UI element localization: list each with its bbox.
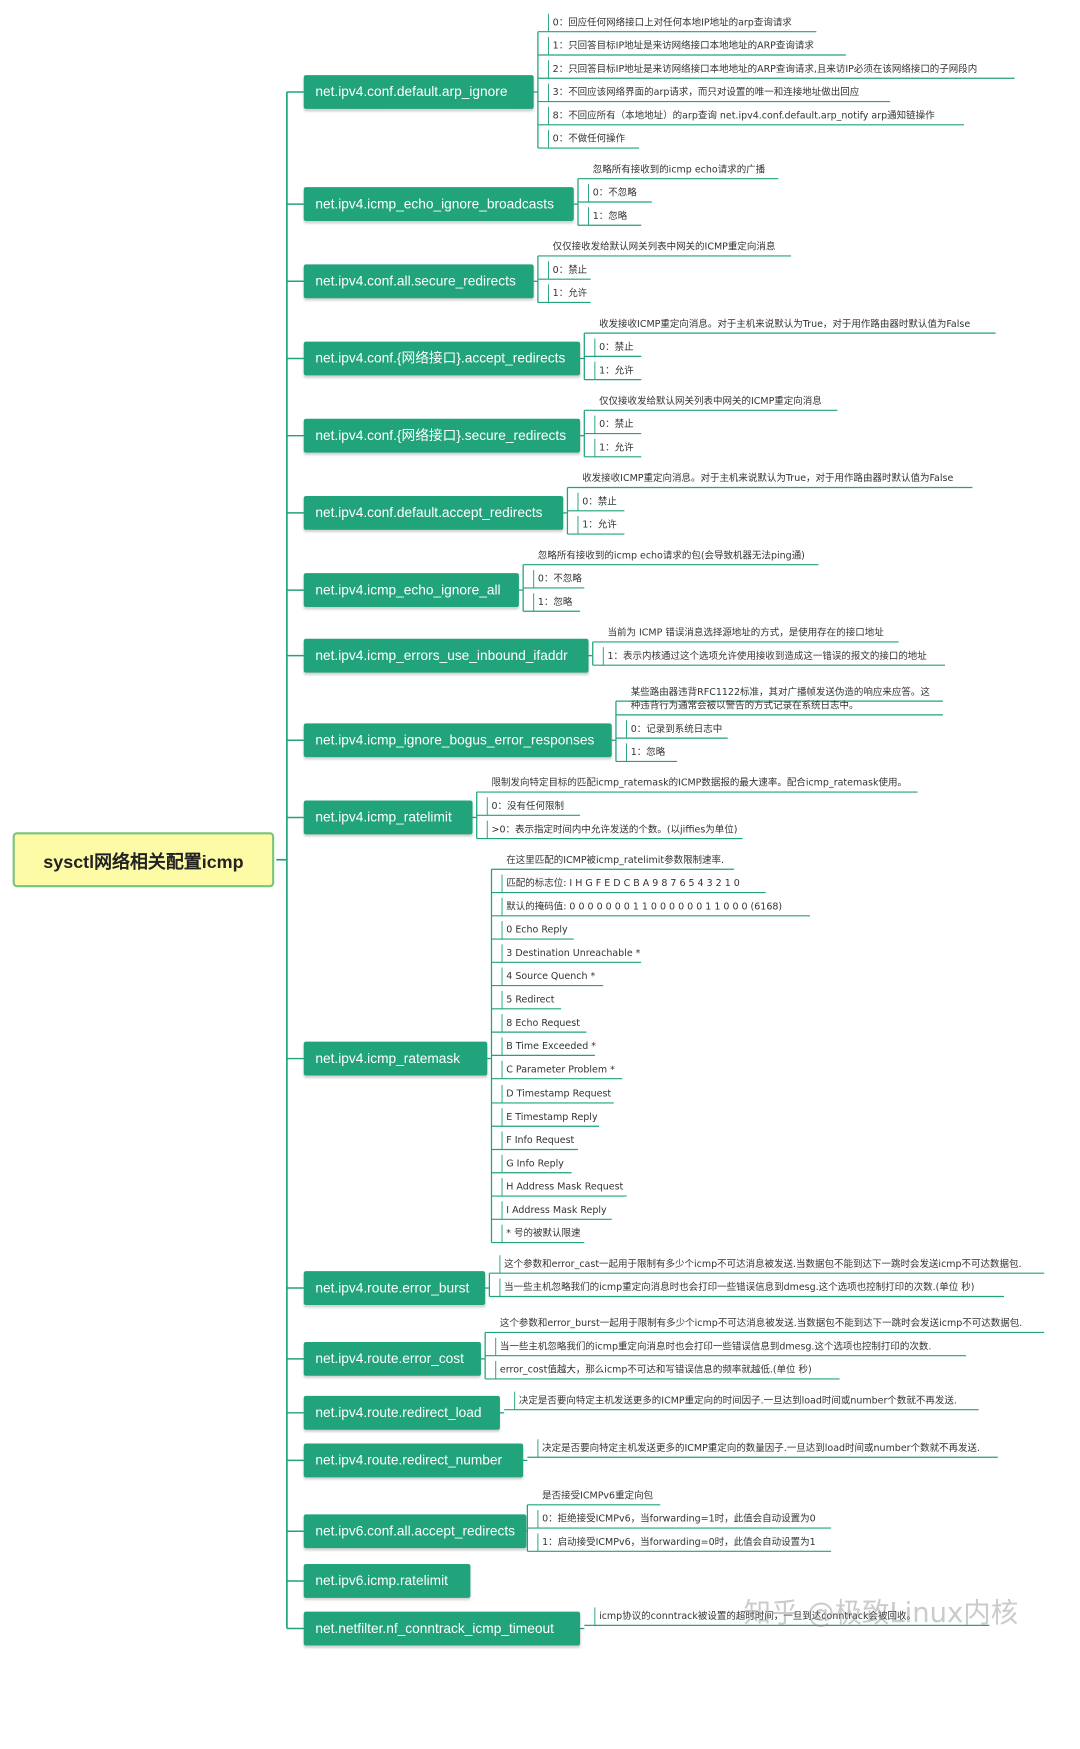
branch-11-leaf-8: 8 Echo Request (506, 1018, 580, 1029)
branch-11-leaf-13: F Info Request (506, 1135, 575, 1147)
branch-11-leaf-15: H Address Mask Request (506, 1182, 624, 1193)
connector-lines (276, 13, 1045, 1630)
watermark: 知乎 @极致Linux内核 (743, 1597, 1019, 1630)
branch-3-leaf-1: 仅仅接收发给默认网关列表中网关的ICMP重定向消息 (552, 242, 776, 253)
branch-1-leaf-6: 0：不做任何操作 (552, 134, 626, 145)
branch-11-leaf-3: 默认的掩码值: 0 0 0 0 0 0 0 1 1 0 0 0 0 0 0 1 … (506, 902, 783, 913)
branch-1-leaf-2: 1：只回答目标IP地址是来访网络接口本地地址的ARP查询请求 (552, 41, 814, 52)
branch-1-leaf-3: 2：只回答目标IP地址是来访网络接口本地地址的ARP查询请求,且来访IP必须在该… (552, 64, 978, 76)
branch-11-leaf-1: 在这里匹配的ICMP被icmp_ratelimit参数限制速率. (506, 855, 725, 867)
branch-2-leaf-2: 0：不忽略 (592, 188, 637, 199)
branch-6-leaf-2: 0：禁止 (582, 497, 617, 508)
branch-node-9[interactable]: net.ipv4.icmp_ignore_bogus_error_respons… (303, 723, 612, 758)
branch-1-leaf-4: 3：不回应该网络界面的arp请求，而只对设置的唯一和连接地址做出回应 (552, 87, 860, 99)
branch-11-leaf-5: 3 Destination Unreachable * (506, 948, 641, 960)
branch-node-12[interactable]: net.ipv4.route.error_burst (303, 1271, 486, 1305)
branch-node-7[interactable]: net.ipv4.icmp_echo_ignore_all (303, 573, 519, 608)
branch-11-leaf-17: * 号的被默认限速 (506, 1228, 581, 1240)
root-node[interactable]: sysctl网络相关配置icmp (12, 832, 275, 888)
branch-11-leaf-12: E Timestamp Reply (506, 1112, 598, 1124)
branch-13-leaf-2: 当一些主机忽略我们的icmp重定向消息时也会打印一些错误信息到dmesg.这个选… (499, 1341, 932, 1353)
branch-11-leaf-2: 匹配的标志位: I H G F E D C B A 9 8 7 6 5 4 3 … (506, 878, 740, 890)
branch-node-16[interactable]: net.ipv6.conf.all.accept_redirects (303, 1514, 527, 1549)
branch-13-leaf-1: 这个参数和error_burst一起用于限制有多少个icmp不可达消息被发送.当… (499, 1318, 1023, 1330)
branch-9-leaf-4: 1：忽略 (630, 747, 666, 759)
branch-node-2[interactable]: net.ipv4.icmp_echo_ignore_broadcasts (303, 187, 574, 222)
branch-3-leaf-2: 0：禁止 (552, 265, 588, 277)
branch-11-leaf-14: G Info Reply (506, 1159, 564, 1170)
branch-9-leaf-1: 某些路由器违背RFC1122标准，其对广播帧发送伪造的响应来应答。这 (630, 687, 930, 698)
branch-1-leaf-5: 8：不回应所有（本地地址）的arp查询 net.ipv4.conf.defaul… (552, 111, 935, 122)
branch-node-4[interactable]: net.ipv4.conf.{网络接口}.accept_redirects (303, 341, 581, 376)
branch-node-10[interactable]: net.ipv4.icmp_ratelimit (303, 800, 473, 835)
branch-11-leaf-9: B Time Exceeded * (506, 1041, 597, 1053)
branch-node-17[interactable]: net.ipv6.icmp.ratelimit (303, 1564, 471, 1598)
branch-8-leaf-1: 当前为 ICMP 错误消息选择源地址的方式，是使用存在的接口地址 (607, 628, 884, 639)
branch-2-leaf-1: 忽略所有接收到的icmp echo请求的广播 (592, 164, 766, 176)
branch-node-8[interactable]: net.ipv4.icmp_errors_use_inbound_ifaddr (303, 638, 589, 673)
branch-node-14[interactable]: net.ipv4.route.redirect_load (303, 1395, 500, 1430)
branch-node-3[interactable]: net.ipv4.conf.all.secure_redirects (303, 264, 534, 299)
branch-7-leaf-3: 1：忽略 (537, 597, 573, 609)
branch-8-leaf-2: 1：表示内核通过这个选项允许使用接收到造成这一错误的报文的接口的地址 (607, 651, 927, 662)
branch-9-leaf-3: 0：记录到系统日志中 (630, 724, 723, 735)
branch-1-leaf-1: 0：回应任何网络接口上对任何本地IP地址的arp查询请求 (552, 17, 792, 29)
branch-node-13[interactable]: net.ipv4.route.error_cost (303, 1341, 481, 1376)
branch-7-leaf-2: 0：不忽略 (537, 574, 582, 585)
branch-node-6[interactable]: net.ipv4.conf.default.accept_redirects (303, 495, 564, 530)
branch-14-leaf-1: 决定是否要向特定主机发送更多的ICMP重定向的时间因子.一旦达到load时间或n… (518, 1395, 957, 1407)
branch-5-leaf-2: 0：禁止 (599, 419, 634, 431)
branch-5-leaf-1: 仅仅接收发给默认网关列表中网关的ICMP重定向消息 (599, 396, 822, 408)
branch-11-leaf-6: 4 Source Quench * (506, 971, 596, 983)
branch-3-leaf-3: 1：允许 (552, 288, 588, 300)
branch-5-leaf-3: 1：允许 (599, 443, 634, 454)
branch-4-leaf-2: 0：禁止 (599, 342, 634, 354)
branch-16-leaf-2: 0：拒绝接受ICMPv6，当forwarding=1时，此值会自动设置为0 (542, 1514, 816, 1525)
branch-18-leaf-1: icmp协议的conntrack被设置的超时时间，一旦到达conntrack会被… (599, 1611, 916, 1623)
branch-node-1[interactable]: net.ipv4.conf.default.arp_ignore (303, 75, 534, 109)
branch-node-11[interactable]: net.ipv4.icmp_ratemask (303, 1041, 488, 1076)
branch-16-leaf-3: 1：启动接受ICMPv6，当forwarding=0时，此值会自动设置为1 (542, 1537, 816, 1549)
branch-10-leaf-3: >0：表示指定时间内中允许发送的个数。(以jiffies为单位) (491, 824, 738, 836)
branch-11-leaf-16: I Address Mask Reply (506, 1205, 607, 1217)
branch-6-leaf-3: 1：允许 (582, 520, 617, 531)
branch-15-leaf-1: 决定是否要向特定主机发送更多的ICMP重定向的数量因子.一旦达到load时间或n… (542, 1443, 981, 1455)
branch-node-5[interactable]: net.ipv4.conf.{网络接口}.secure_redirects (303, 418, 581, 453)
branch-2-leaf-3: 1：忽略 (592, 211, 628, 223)
branch-node-18[interactable]: net.netfilter.nf_conntrack_icmp_timeout (303, 1611, 581, 1646)
branch-12-leaf-1: 这个参数和error_cast一起用于限制有多少个icmp不可达消息被发送.当数… (504, 1259, 1022, 1271)
branch-10-leaf-2: 0：没有任何限制 (491, 801, 564, 813)
branch-10-leaf-1: 限制发向特定目标的匹配icmp_ratemask的ICMP数据报的最大速率。配合… (491, 778, 907, 789)
branch-11-leaf-10: C Parameter Problem * (506, 1064, 615, 1076)
mind-map-canvas: net.ipv4.conf.default.arp_ignore 0：回应任何网络… (12, 13, 1045, 1646)
branch-6-leaf-1: 收发接收ICMP重定向消息。对于主机来说默认为True，对于用作路由器时默认值为… (582, 473, 954, 485)
branch-7-leaf-1: 忽略所有接收到的icmp echo请求的包(会导致机器无法ping通) (537, 550, 805, 562)
branch-13-leaf-3: error_cost值越大，那么icmp不可达和写错误信息的频率就越低.(单位 … (499, 1365, 812, 1376)
branch-11-leaf-7: 5 Redirect (506, 995, 555, 1006)
branch-16-leaf-1: 是否接受ICMPv6重定向包 (542, 1491, 654, 1502)
branch-11-leaf-11: D Timestamp Request (506, 1089, 612, 1100)
branch-node-15[interactable]: net.ipv4.route.redirect_number (303, 1443, 524, 1478)
branch-11-leaf-4: 0 Echo Reply (506, 925, 568, 936)
branch-12-leaf-2: 当一些主机忽略我们的icmp重定向消息时也会打印一些错误信息到dmesg.这个选… (504, 1282, 975, 1294)
branch-9-leaf-2: 种违背行为通常会被以警告的方式记录在系统日志中。 (630, 701, 859, 712)
branch-4-leaf-1: 收发接收ICMP重定向消息。对于主机来说默认为True，对于用作路由器时默认值为… (599, 319, 971, 330)
branch-4-leaf-3: 1：允许 (599, 365, 634, 377)
